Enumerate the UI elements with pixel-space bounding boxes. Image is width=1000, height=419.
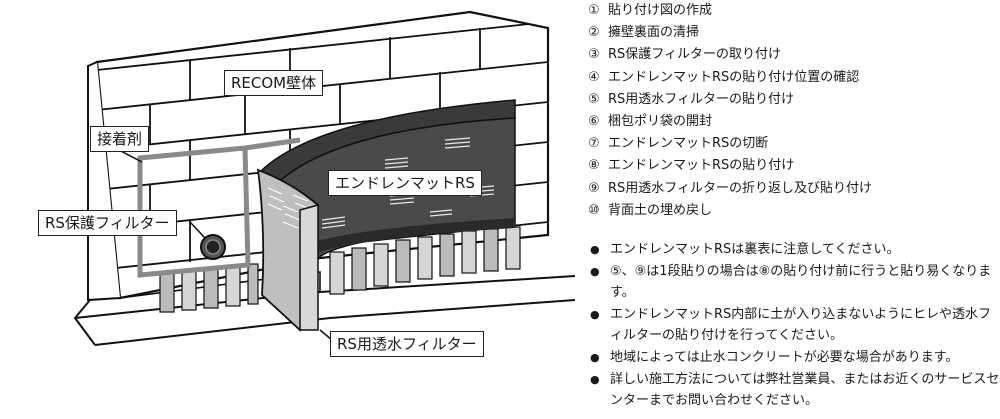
bullet-icon: ● <box>590 264 600 278</box>
note-text: 地域によっては止水コンクリートが必要な場合があります。 <box>610 349 959 365</box>
note-item: ● エンドレンマットRSは裏表に注意してください。 <box>588 239 1000 261</box>
note-item: ● ⑤、⑨は1段貼りの場合は⑧の貼り付け前に行うと貼り易くなります。 <box>588 261 1000 304</box>
bullet-icon: ● <box>590 243 600 256</box>
bullet-icon: ● <box>590 372 600 386</box>
step-item: ③ RS保護フィルターの取り付け <box>588 44 998 66</box>
step-item: ⑧ エンドレンマットRSの貼り付け <box>588 155 998 177</box>
label-drain-filter: RS用透水フィルター <box>330 331 484 357</box>
step-item: ⑨ RS用透水フィルターの折り返し及び貼り付け <box>588 178 998 200</box>
note-item: ● 詳しい施工方法については弊社営業員、またはお近くのサービスセンターまでお問い合… <box>588 369 1000 412</box>
step-number: ⑧ <box>588 158 600 174</box>
step-text: RS用透水フィルターの貼り付け <box>608 91 795 107</box>
step-text: エンドレンマットRSの貼り付け <box>608 158 795 174</box>
step-item: ⑦ エンドレンマットRSの切断 <box>588 133 998 155</box>
drain-strips <box>159 226 521 313</box>
note-text: ⑤、⑨は1段貼りの場合は⑧の貼り付け前に行うと貼り易くなります。 <box>610 263 992 301</box>
note-text: エンドレンマットRSは裏表に注意してください。 <box>610 242 900 257</box>
step-text: エンドレンマットRSの切断 <box>608 136 769 152</box>
drain-pipe <box>200 234 226 260</box>
bullet-icon: ● <box>590 307 600 321</box>
step-item: ④ エンドレンマットRSの貼り付け位置の確認 <box>588 67 998 89</box>
step-number: ② <box>588 25 600 41</box>
adhesive-frame <box>137 137 301 278</box>
step-text: 梱包ポリ袋の開封 <box>608 113 713 129</box>
label-protect-filter: RS保護フィルター <box>38 210 177 236</box>
installation-diagram: RECOM壁体 接着剤 エンドレンマットRS RS保護フィルター RS用透水フィ… <box>38 10 576 357</box>
step-text: 背面土の埋め戻し <box>608 202 713 218</box>
note-text: 詳しい施工方法については弊社営業員、またはお近くのサービスセンターまでお問い合わ… <box>610 371 1000 409</box>
step-item: ⑤ RS用透水フィルターの貼り付け <box>588 89 998 111</box>
step-item: ① 貼り付け図の作成 <box>588 0 998 22</box>
notes-list: ● エンドレンマットRSは裏表に注意してください。 ● ⑤、⑨は1段貼りの場合は⑧の… <box>588 239 1000 412</box>
step-number: ① <box>588 3 600 18</box>
note-item: ● 地域によっては止水コンクリートが必要な場合があります。 <box>588 347 1000 369</box>
bullet-icon: ● <box>590 350 600 364</box>
step-text: 貼り付け図の作成 <box>608 3 713 18</box>
step-number: ③ <box>588 47 600 63</box>
step-text: RS用透水フィルターの折り返し及び貼り付け <box>608 180 873 196</box>
step-item: ⑩ 背面土の埋め戻し <box>588 200 998 222</box>
step-number: ⑦ <box>588 136 600 152</box>
label-endren-mat: エンドレンマットRS <box>328 170 482 196</box>
step-text: エンドレンマットRSの貼り付け位置の確認 <box>608 69 860 85</box>
note-item: ● エンドレンマットRS内部に土が入り込まないようにヒレや透水フィルターの貼り付け… <box>588 304 1000 347</box>
step-number: ⑨ <box>588 180 600 196</box>
step-number: ④ <box>588 69 600 85</box>
label-adhesive: 接着剤 <box>90 126 150 152</box>
step-text: RS保護フィルターの取り付け <box>608 47 782 63</box>
step-number: ⑥ <box>588 113 600 129</box>
step-item: ② 擁壁裏面の清掃 <box>588 22 998 44</box>
step-number: ⑤ <box>588 91 600 107</box>
procedure-steps: ① 貼り付け図の作成 ② 擁壁裏面の清掃 ③ RS保護フィルターの取り付け ④ エンドレ… <box>588 0 998 222</box>
step-item: ⑥ 梱包ポリ袋の開封 <box>588 111 998 133</box>
label-recom-wall: RECOM壁体 <box>224 70 324 96</box>
step-number: ⑩ <box>588 202 600 218</box>
wall-illustration <box>73 10 576 346</box>
note-text: エンドレンマットRS内部に土が入り込まないようにヒレや透水フィルターの貼り付けを… <box>610 306 992 344</box>
step-text: 擁壁裏面の清掃 <box>608 25 700 41</box>
